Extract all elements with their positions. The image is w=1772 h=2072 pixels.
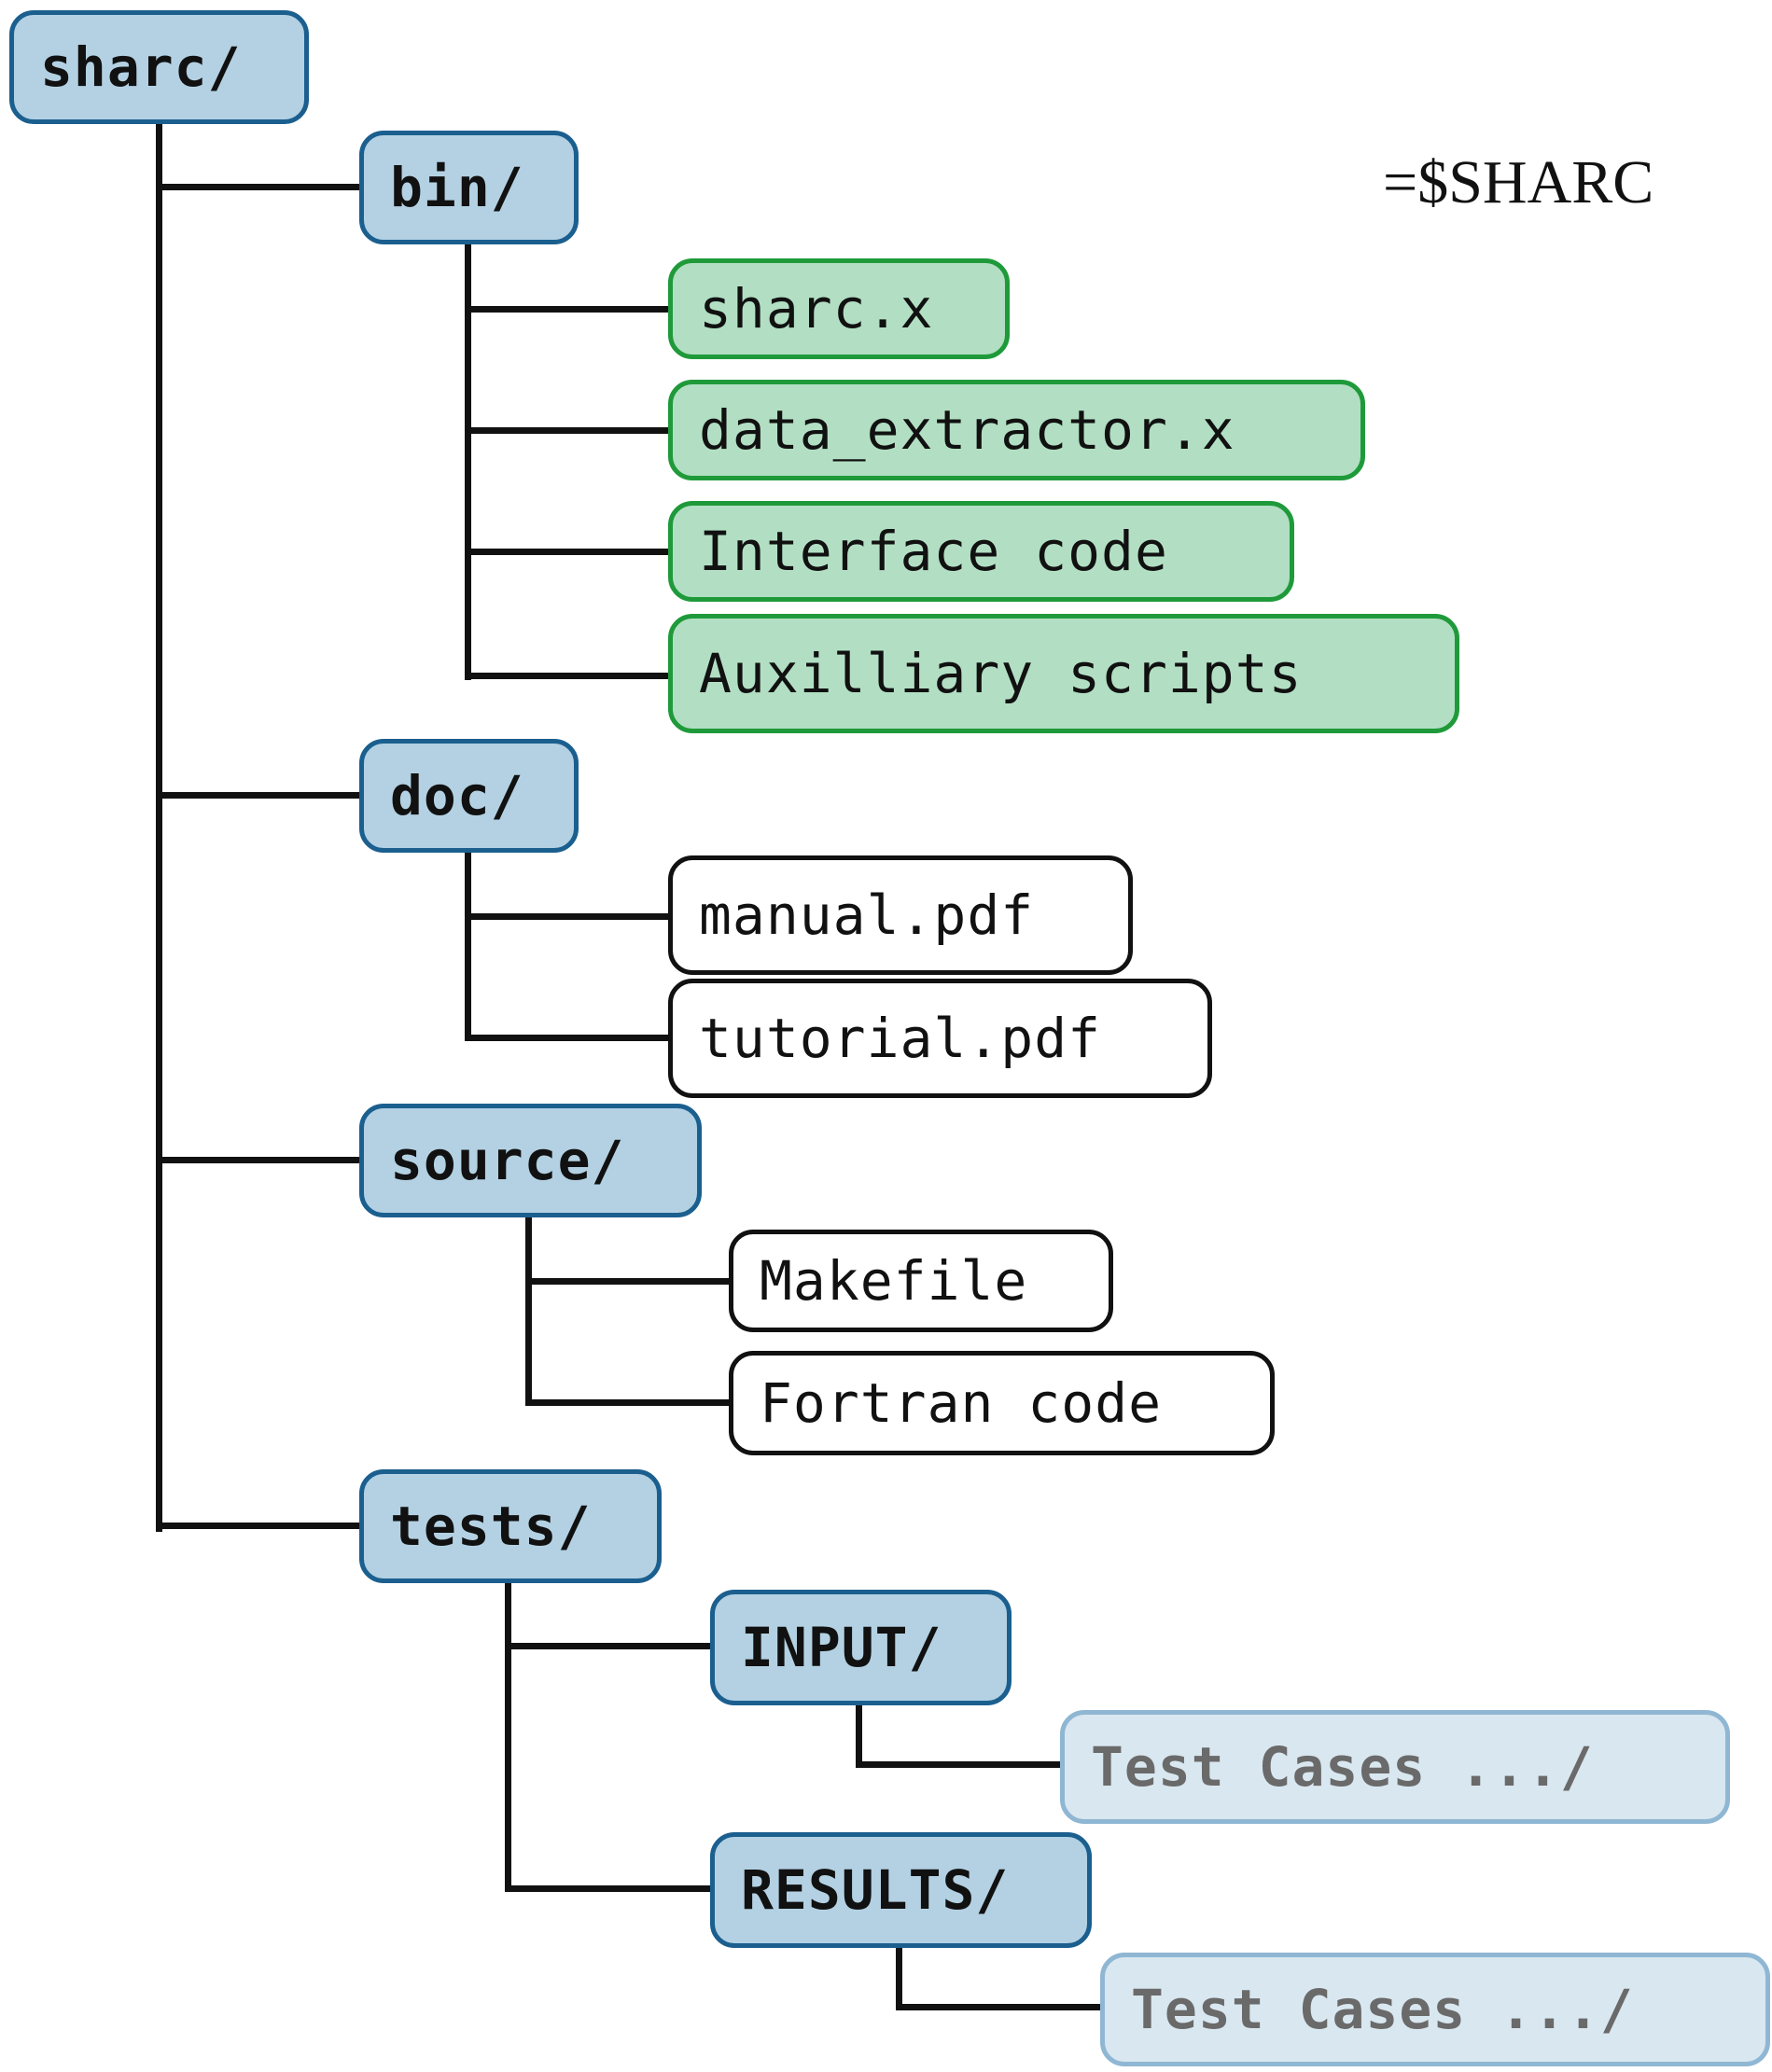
- folder-tests[interactable]: tests/: [359, 1469, 662, 1583]
- file-interface-code-label: Interface code: [699, 520, 1168, 583]
- connector-bin-to-interface-code: [465, 549, 670, 555]
- connector-doc-to-manual: [465, 913, 670, 920]
- connector-bin-to-sharc-x: [465, 306, 670, 313]
- connector-bin-trunk: [465, 243, 471, 680]
- folder-doc[interactable]: doc/: [359, 739, 579, 853]
- folder-sharc-label: sharc/: [40, 35, 242, 99]
- connector-bin-to-data-extractor: [465, 427, 670, 434]
- connector-root-to-tests: [156, 1523, 362, 1529]
- folder-source-label: source/: [390, 1129, 625, 1192]
- connector-tests-trunk: [505, 1581, 511, 1892]
- connector-doc-trunk: [465, 851, 471, 1041]
- connector-tests-to-input: [505, 1643, 713, 1649]
- connector-source-to-fortran: [525, 1399, 731, 1406]
- file-data-extractor-x[interactable]: data_extractor.x: [668, 380, 1365, 480]
- connector-root-to-source: [156, 1157, 362, 1163]
- connector-results-to-testcases: [896, 2004, 1103, 2010]
- folder-doc-label: doc/: [390, 764, 524, 827]
- folder-results-test-cases[interactable]: Test Cases .../: [1100, 1953, 1770, 2066]
- folder-source[interactable]: source/: [359, 1104, 702, 1217]
- file-makefile[interactable]: Makefile: [729, 1230, 1113, 1332]
- connector-input-to-testcases: [856, 1761, 1063, 1768]
- connector-bin-to-aux-scripts: [465, 673, 670, 679]
- file-manual-pdf-label: manual.pdf: [699, 883, 1035, 947]
- folder-input[interactable]: INPUT/: [710, 1590, 1012, 1705]
- connector-root-trunk: [156, 121, 162, 1532]
- folder-tests-label: tests/: [390, 1495, 592, 1558]
- file-sharc-x-label: sharc.x: [699, 277, 934, 341]
- folder-results-label: RESULTS/: [741, 1858, 1010, 1922]
- folder-input-test-cases[interactable]: Test Cases .../: [1060, 1710, 1730, 1824]
- file-fortran-code[interactable]: Fortran code: [729, 1351, 1275, 1455]
- folder-sharc[interactable]: sharc/: [9, 10, 309, 124]
- file-auxilliary-scripts[interactable]: Auxilliary scripts: [668, 614, 1459, 733]
- file-sharc-x[interactable]: sharc.x: [668, 258, 1010, 359]
- connector-source-to-makefile: [525, 1278, 731, 1285]
- file-interface-code[interactable]: Interface code: [668, 501, 1294, 602]
- connector-root-to-doc: [156, 792, 362, 799]
- connector-input-trunk: [856, 1703, 862, 1768]
- sharc-env-variable-label: =$SHARC: [1383, 148, 1654, 216]
- file-fortran-code-label: Fortran code: [760, 1371, 1163, 1435]
- connector-tests-to-results: [505, 1885, 713, 1892]
- connector-root-to-bin: [156, 184, 362, 190]
- file-makefile-label: Makefile: [760, 1249, 1028, 1313]
- connector-doc-to-tutorial: [465, 1035, 670, 1041]
- connector-results-trunk: [896, 1947, 902, 2010]
- file-auxilliary-scripts-label: Auxilliary scripts: [699, 642, 1303, 705]
- folder-bin-label: bin/: [390, 156, 524, 219]
- folder-results-test-cases-label: Test Cases .../: [1131, 1978, 1634, 2041]
- file-tutorial-pdf[interactable]: tutorial.pdf: [668, 979, 1212, 1098]
- folder-input-label: INPUT/: [741, 1616, 942, 1679]
- file-manual-pdf[interactable]: manual.pdf: [668, 855, 1133, 975]
- folder-input-test-cases-label: Test Cases .../: [1091, 1735, 1594, 1799]
- connector-source-trunk: [525, 1217, 532, 1406]
- file-tutorial-pdf-label: tutorial.pdf: [699, 1007, 1102, 1070]
- folder-bin[interactable]: bin/: [359, 131, 579, 244]
- file-data-extractor-x-label: data_extractor.x: [699, 398, 1235, 462]
- folder-results[interactable]: RESULTS/: [710, 1832, 1092, 1948]
